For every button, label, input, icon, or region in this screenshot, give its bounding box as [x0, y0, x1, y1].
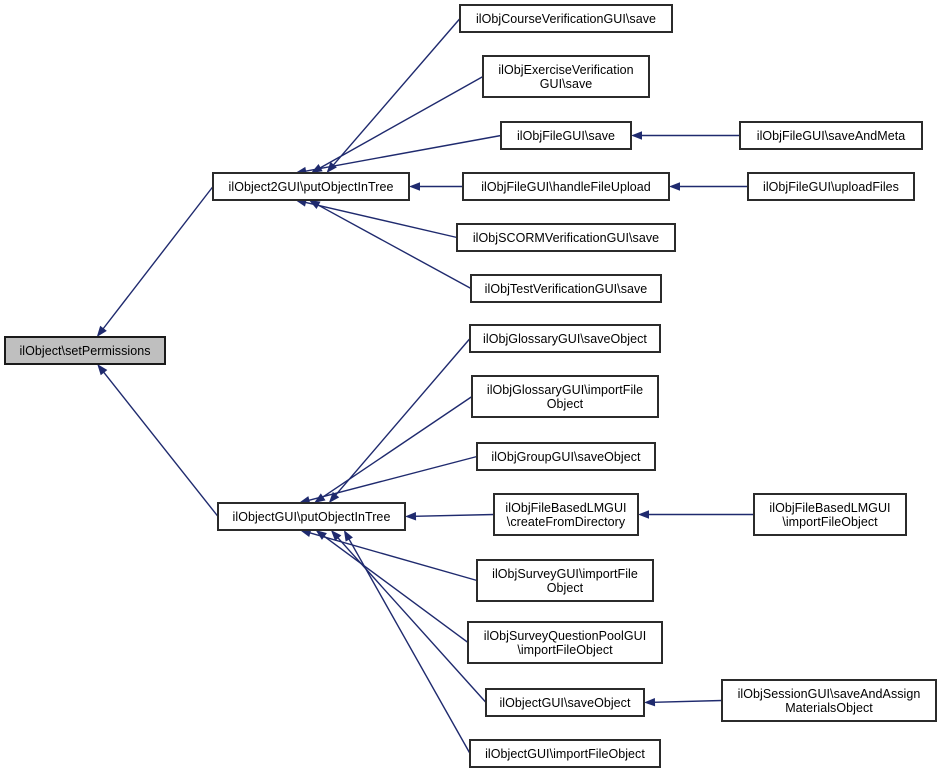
edge-arrowhead-0 [96, 325, 107, 337]
graph-node-ilObjFileGUI_saveAndMeta[interactable]: ilObjFileGUI\saveAndMeta [739, 121, 923, 150]
graph-node-label: ilObjectGUI\putObjectInTree [232, 509, 391, 524]
graph-node-label: ilObjFileBasedLMGUI \createFromDirectory [505, 500, 627, 529]
graph-node-ilObjSCORMVerificationGUI_save[interactable]: ilObjSCORMVerificationGUI\save [456, 223, 676, 252]
graph-node-ilObjFileGUI_uploadFiles[interactable]: ilObjFileGUI\uploadFiles [747, 172, 915, 201]
edge-arrowhead-17 [343, 530, 353, 542]
graph-node-label: ilObjectGUI\saveObject [499, 695, 631, 710]
graph-node-ilObjGroupGUI_saveObject[interactable]: ilObjGroupGUI\saveObject [476, 442, 656, 471]
edge-line-11 [321, 395, 473, 499]
edge-arrowhead-7 [308, 200, 321, 209]
graph-node-label: ilObject2GUI\putObjectInTree [228, 179, 394, 194]
edge-line-13 [413, 513, 495, 517]
graph-node-setPermissions[interactable]: ilObject\setPermissions [4, 336, 166, 365]
edge-arrowhead-2 [326, 161, 337, 173]
graph-node-ilObject2GUI_putObjectInTree[interactable]: ilObject2GUI\putObjectInTree [212, 172, 410, 201]
graph-node-ilObjExerciseVerificationGUI_save[interactable]: ilObjExerciseVerification GUI\save [482, 55, 650, 98]
graph-node-label: ilObjSessionGUI\saveAndAssign MaterialsO… [737, 686, 921, 715]
graph-node-label: ilObjExerciseVerification GUI\save [498, 62, 634, 91]
edge-line-10 [334, 338, 471, 497]
edge-arrowhead-10 [328, 491, 340, 503]
graph-node-label: ilObjFileGUI\save [516, 128, 616, 143]
graph-node-label: ilObjCourseVerificationGUI\save [475, 11, 657, 26]
edge-line-7 [316, 203, 472, 290]
edge-line-12 [307, 455, 478, 502]
graph-node-ilObjFileBasedLMGUI_createFromDirectory[interactable]: ilObjFileBasedLMGUI \createFromDirectory [493, 493, 639, 536]
graph-node-label: ilObjFileGUI\handleFileUpload [481, 179, 651, 194]
graph-node-ilObjSurveyGUI_importFileObject[interactable]: ilObjSurveyGUI\importFile Object [476, 559, 654, 602]
graph-node-ilObjFileBasedLMGUI_importFileObject[interactable]: ilObjFileBasedLMGUI \importFileObject [753, 493, 907, 536]
graph-node-ilObjSessionGUI_saveAndAssignMaterialsObject[interactable]: ilObjSessionGUI\saveAndAssign MaterialsO… [721, 679, 937, 722]
graph-node-ilObjCourseVerificationGUI_save[interactable]: ilObjCourseVerificationGUI\save [459, 4, 673, 33]
edge-line-4 [303, 134, 502, 173]
graph-node-label: ilObjGroupGUI\saveObject [491, 449, 641, 464]
edge-arrowhead-13 [405, 512, 417, 521]
edge-line-16 [336, 536, 487, 703]
edge-line-1 [102, 370, 219, 517]
graph-node-ilObjSurveyQuestionPoolGUI_importFileObject[interactable]: ilObjSurveyQuestionPoolGUI \importFileOb… [467, 621, 663, 664]
graph-node-ilObjectGUI_saveObject[interactable]: ilObjectGUI\saveObject [485, 688, 645, 717]
edge-line-17 [347, 537, 471, 754]
edge-arrowhead-19 [644, 698, 656, 707]
graph-node-label: ilObject\setPermissions [19, 343, 151, 358]
graph-node-label: ilObjFileGUI\saveAndMeta [756, 128, 906, 143]
edge-arrowhead-15 [315, 530, 327, 540]
edge-arrowhead-16 [330, 530, 342, 541]
graph-node-label: ilObjFileGUI\uploadFiles [763, 179, 899, 194]
edge-arrowhead-8 [631, 131, 642, 140]
edge-arrowhead-11 [314, 493, 326, 503]
edge-line-19 [652, 699, 723, 703]
graph-node-label: ilObjSurveyQuestionPoolGUI \importFileOb… [483, 628, 647, 657]
edge-arrowhead-1 [97, 364, 108, 376]
edge-line-6 [303, 201, 458, 239]
edge-arrowhead-9 [669, 182, 680, 191]
graph-node-label: ilObjFileBasedLMGUI \importFileObject [769, 500, 891, 529]
edge-arrowhead-5 [409, 182, 420, 191]
edge-arrowhead-14 [299, 528, 312, 538]
graph-node-ilObjTestVerificationGUI_save[interactable]: ilObjTestVerificationGUI\save [470, 274, 662, 303]
graph-node-label: ilObjSCORMVerificationGUI\save [472, 230, 660, 245]
graph-node-label: ilObjTestVerificationGUI\save [484, 281, 648, 296]
graph-node-ilObjFileGUI_save[interactable]: ilObjFileGUI\save [500, 121, 632, 150]
graph-node-label: ilObjGlossaryGUI\importFile Object [486, 382, 644, 411]
edge-line-3 [318, 75, 484, 170]
edge-line-0 [101, 186, 214, 331]
graph-node-ilObjFileGUI_handleFileUpload[interactable]: ilObjFileGUI\handleFileUpload [462, 172, 670, 201]
graph-node-ilObjGlossaryGUI_importFileObject[interactable]: ilObjGlossaryGUI\importFile Object [471, 375, 659, 418]
edge-arrowhead-3 [311, 163, 323, 173]
edge-line-14 [308, 531, 478, 582]
graph-node-ilObjectGUI_importFileObject[interactable]: ilObjectGUI\importFileObject [469, 739, 661, 768]
graph-node-label: ilObjGlossaryGUI\saveObject [483, 331, 647, 346]
graph-node-ilObjectGUI_putObjectInTree[interactable]: ilObjectGUI\putObjectInTree [217, 502, 406, 531]
graph-node-label: ilObjectGUI\importFileObject [485, 746, 645, 761]
graph-node-label: ilObjSurveyGUI\importFile Object [492, 566, 638, 595]
edge-arrowhead-18 [638, 510, 649, 519]
edge-line-15 [322, 534, 469, 644]
edge-line-2 [331, 18, 461, 167]
graph-node-ilObjGlossaryGUI_saveObject[interactable]: ilObjGlossaryGUI\saveObject [469, 324, 661, 353]
